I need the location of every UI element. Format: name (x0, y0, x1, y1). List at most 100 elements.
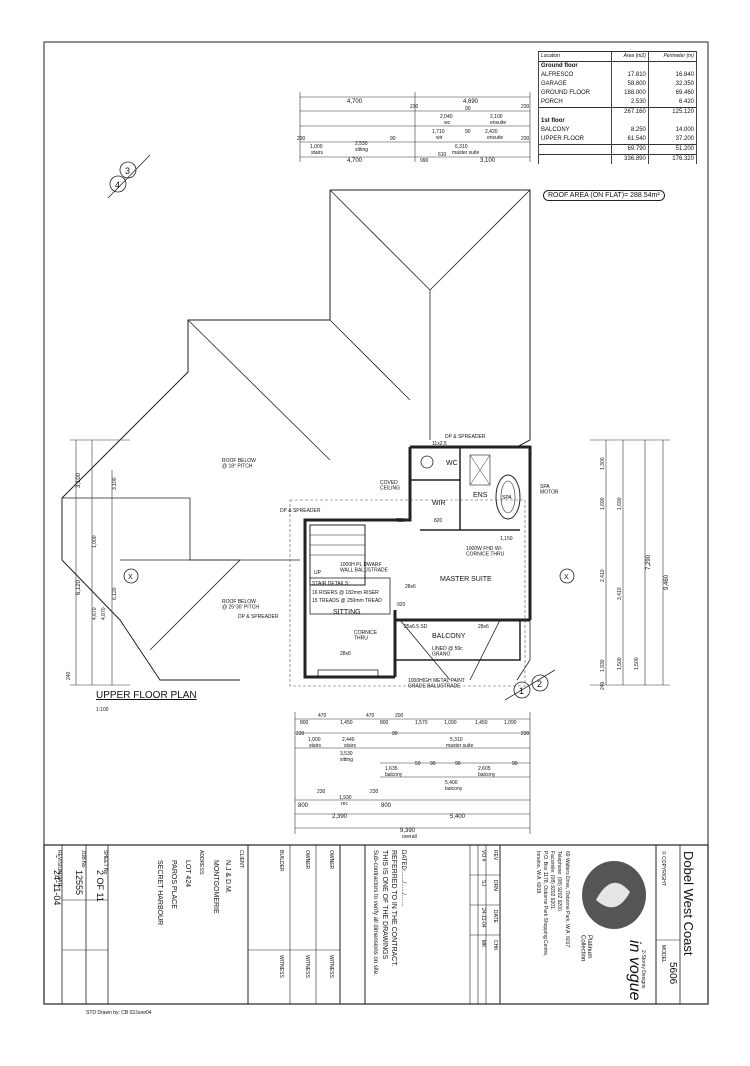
svg-text:WITNESS: WITNESS (304, 955, 310, 978)
title-block (43, 844, 709, 1005)
svg-text:3,100: 3,100 (480, 158, 496, 164)
company-name: Dobel West Coast (681, 851, 696, 956)
svg-text:WITNESS: WITNESS (328, 955, 334, 978)
svg-text:4,670: 4,670 (92, 607, 98, 620)
roof-outline (61, 189, 531, 687)
svg-text:230: 230 (317, 789, 326, 795)
svg-text:5,400: 5,400 (445, 780, 458, 786)
svg-text:3,100: 3,100 (76, 472, 82, 488)
svg-text:1,090: 1,090 (444, 720, 457, 726)
svg-text:SJ: SJ (480, 880, 486, 886)
plan-title: UPPER FLOOR PLAN (96, 690, 197, 701)
svg-text:sitting: sitting (340, 757, 353, 763)
svg-text:920: 920 (397, 602, 406, 608)
svg-text:sitting: sitting (355, 147, 368, 153)
svg-text:OWNER: OWNER (304, 850, 310, 870)
stair-details-title: STAIR DETAILS: (312, 581, 350, 587)
brand-name: in vogue (626, 940, 643, 1001)
svg-text:2,420: 2,420 (485, 129, 498, 135)
svg-text:CHK: CHK (492, 940, 498, 951)
svg-text:ADDRESS:: ADDRESS: (198, 850, 204, 876)
overall-width: 9,390 (400, 828, 416, 834)
svg-text:1,570: 1,570 (415, 720, 428, 726)
overall-depth: 9,460 (664, 574, 670, 590)
svg-text:90: 90 (390, 136, 396, 142)
svg-text:2,390: 2,390 (332, 814, 348, 820)
svg-text:230: 230 (370, 789, 379, 795)
side-dimensions (70, 439, 670, 686)
bottom-dimension-text: 800 470 1,450 470 800 200 1,570 1,090 1,… (296, 713, 530, 840)
sheet-number: 2 OF 11 (95, 870, 105, 902)
svg-text:28x6: 28x6 (405, 584, 416, 590)
fwd-cornice-label: 1000W FHD W/-CORNICE THRU (466, 546, 505, 558)
svg-text:1,930: 1,930 (600, 659, 606, 672)
svg-text:69 Walters Drive, Osborne Park: 69 Walters Drive, Osborne Park, W.A. 601… (564, 851, 570, 949)
svg-text:800: 800 (300, 720, 309, 726)
marker-2: 2 (537, 679, 542, 689)
svg-text:90: 90 (430, 761, 436, 767)
svg-text:X: X (128, 574, 133, 581)
svg-text:1,300: 1,300 (600, 457, 606, 470)
ens-label: ENS (473, 492, 488, 499)
svg-text:1,710: 1,710 (432, 129, 445, 135)
dp-spreader-label: DP & SPREADER (280, 508, 321, 514)
svg-text:990: 990 (420, 158, 429, 164)
svg-text:1,500: 1,500 (617, 657, 623, 670)
svg-text:230: 230 (410, 104, 419, 110)
wc-label: WC (446, 460, 458, 467)
svg-text:6,310: 6,310 (455, 144, 468, 150)
balcony-label: BALCONY (432, 633, 466, 640)
svg-text:28x6: 28x6 (340, 651, 351, 657)
svg-text:610: 610 (438, 152, 447, 158)
svg-text:balcony: balcony (478, 772, 496, 778)
area-table-section: Ground floor (537, 61, 698, 71)
svg-text:SECRET HARBOUR: SECRET HARBOUR (156, 860, 163, 925)
svg-text:11x2.5: 11x2.5 (432, 441, 447, 447)
svg-text:230: 230 (521, 731, 530, 737)
svg-text:5,310: 5,310 (450, 737, 463, 743)
svg-text:REV: REV (492, 850, 498, 861)
svg-text:1,090: 1,090 (504, 720, 517, 726)
stair-up-label: UP (314, 570, 322, 576)
svg-text:DATED:....../....../.......: DATED:....../....../....... (400, 850, 406, 907)
svg-text:1,000: 1,000 (92, 535, 98, 548)
svg-text:REVISION DATE: REVISION DATE (56, 850, 62, 889)
svg-text:25x6.5 SD: 25x6.5 SD (404, 624, 428, 630)
svg-text:1,150: 1,150 (500, 536, 513, 542)
job-number: 12555 (74, 870, 84, 895)
title-block-text: Dobel West Coast © COPYRIGHT MODEL 5606 … (52, 850, 696, 1001)
section-marker-x-left: X (123, 568, 139, 584)
svg-text:240: 240 (66, 671, 72, 680)
dp-spreader-label: DP & SPREADER (238, 614, 279, 620)
marker-3: 3 (125, 166, 130, 176)
svg-text:6,120: 6,120 (76, 579, 82, 595)
section-marker-4-3: 4 3 (107, 154, 151, 199)
svg-text:X: X (564, 574, 569, 581)
svg-text:Innaloo, W.A. 6918.: Innaloo, W.A. 6918. (535, 851, 541, 895)
svg-text:2-Storey Designs: 2-Storey Designs (640, 950, 646, 989)
svg-text:240: 240 (600, 681, 606, 690)
svg-text:28x6: 28x6 (478, 624, 489, 630)
svg-text:800: 800 (380, 720, 389, 726)
svg-text:Sub-contractors to verify all: Sub-contractors to verify all dimensions… (372, 850, 378, 976)
svg-text:stairs: stairs (309, 743, 321, 749)
svg-text:820: 820 (434, 518, 443, 524)
svg-text:JOB No: JOB No (80, 850, 86, 868)
svg-text:720: 720 (396, 518, 405, 524)
svg-text:balcony: balcony (385, 772, 403, 778)
svg-text:stairs: stairs (344, 743, 356, 749)
svg-text:overall: overall (402, 834, 417, 840)
svg-text:1,500: 1,500 (634, 657, 640, 670)
svg-text:800: 800 (298, 803, 309, 809)
wir-label: WIR (432, 500, 446, 507)
svg-text:1,000: 1,000 (310, 144, 323, 150)
stair-details-treads: 15 TREADS @ 250mm TREAD (312, 598, 382, 604)
right-dimension-text: 1,300 1,690 1,690 2,410 1,930 7,290 9,46… (600, 457, 670, 690)
area-table-section: 1st floor (537, 117, 698, 126)
